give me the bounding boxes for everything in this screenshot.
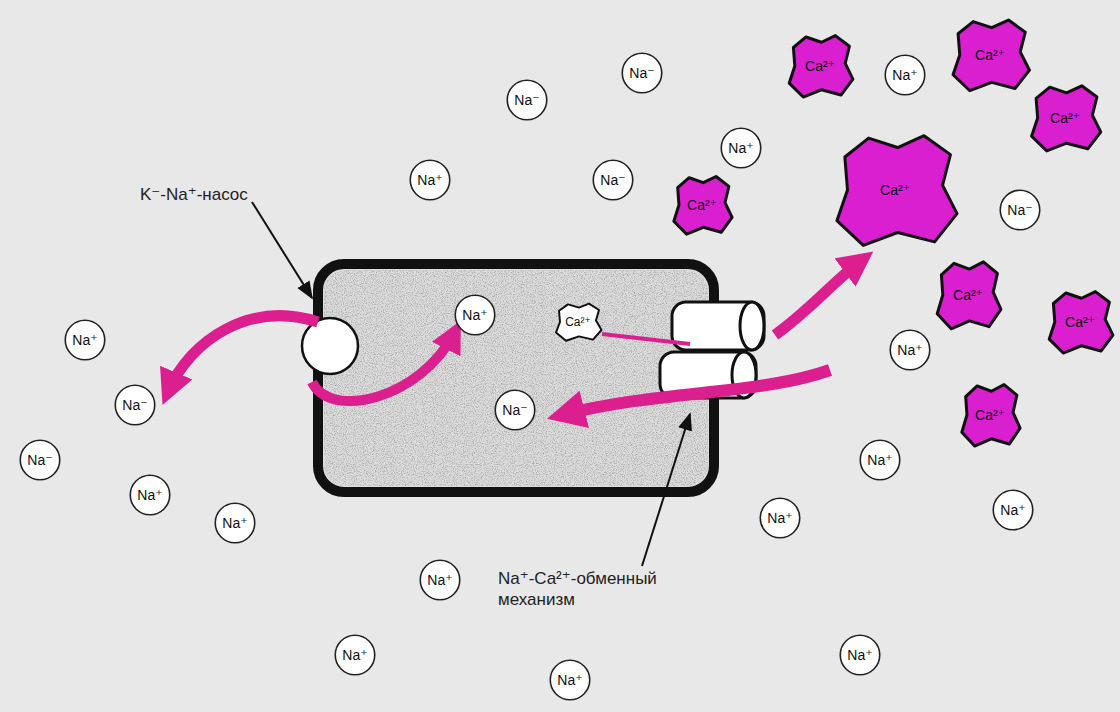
sodium-ion: Na⁻ [506, 79, 548, 121]
ion-label: Na⁺ [342, 648, 367, 662]
calcium-path-line [602, 334, 690, 344]
pump-out-arrow [168, 316, 318, 392]
ion-label: Na⁻ [27, 453, 52, 467]
ion-label: Na⁻ [629, 66, 654, 80]
ion-label: Na⁺ [897, 343, 922, 357]
sodium-ion: Na⁺ [64, 319, 106, 361]
ion-label: Ca²⁺ [805, 59, 835, 73]
ion-label: Na⁺ [222, 516, 247, 530]
ion-label: Ca²⁺ [1050, 111, 1080, 125]
ion-label: Na⁻ [600, 173, 625, 187]
ion-label: Na⁻ [122, 398, 147, 412]
ion-label: Na⁺ [847, 648, 872, 662]
ion-label: Ca²⁺ [1065, 315, 1095, 329]
ion-label: Na⁺ [72, 333, 97, 347]
pump-symbol [302, 318, 358, 374]
sodium-ion: Na⁻ [621, 52, 663, 94]
ion-label: Na⁺ [557, 673, 582, 687]
ion-label: Ca²⁺ [880, 183, 910, 197]
sodium-ion: Na⁻ [114, 384, 156, 426]
ion-label: Na⁺ [892, 68, 917, 82]
sodium-ion: Na⁺ [839, 634, 881, 676]
sodium-ion: Na⁺ [454, 294, 496, 336]
calcium-ion: Ca²⁺ [958, 382, 1022, 448]
part-label: Na⁺-Ca²⁺-обменный механизм [498, 568, 718, 611]
calcium-ion: Ca²⁺ [553, 302, 603, 342]
ion-label: Ca²⁺ [975, 408, 1005, 422]
calcium-ion: Ca²⁺ [948, 17, 1032, 93]
sodium-ion: Na⁻ [494, 389, 536, 431]
sodium-ion: Na⁻ [999, 189, 1041, 231]
ion-label: Ca²⁺ [565, 316, 591, 328]
ion-label: Na⁺ [728, 141, 753, 155]
sodium-ion: Na⁻ [19, 439, 61, 481]
part-label: K⁻-Na⁺-насос [140, 184, 380, 205]
sodium-ion: Na⁺ [214, 502, 256, 544]
sodium-ion: Na⁺ [889, 329, 931, 371]
calcium-ion: Ca²⁺ [933, 259, 1003, 331]
cell-texture [324, 270, 708, 486]
ion-label: Ca²⁺ [975, 48, 1005, 62]
sodium-ion: Na⁺ [992, 489, 1034, 531]
calcium-ion: Ca²⁺ [1027, 83, 1103, 153]
sodium-ion: Na⁺ [884, 54, 926, 96]
sodium-ion: Na⁺ [409, 159, 451, 201]
ion-label: Na⁺ [427, 573, 452, 587]
ion-label: Ca²⁺ [953, 288, 983, 302]
sodium-in-arrow [562, 370, 830, 415]
ion-label: Na⁺ [867, 453, 892, 467]
ion-label: Na⁺ [767, 511, 792, 525]
pump-in-arrow [312, 332, 455, 401]
ion-label: Na⁻ [514, 93, 539, 107]
leader-line [252, 202, 312, 298]
ion-label: Na⁻ [502, 403, 527, 417]
leader-line [642, 414, 690, 566]
ion-label: Na⁺ [462, 308, 487, 322]
sodium-ion: Na⁻ [592, 159, 634, 201]
ion-label: Na⁺ [137, 488, 162, 502]
ion-label: Ca²⁺ [687, 198, 717, 212]
calcium-ion: Ca²⁺ [785, 33, 855, 99]
sodium-ion: Na⁺ [720, 127, 762, 169]
ion-label: Na⁻ [1007, 203, 1032, 217]
sodium-ion: Na⁺ [334, 634, 376, 676]
sodium-ion: Na⁺ [129, 474, 171, 516]
calcium-ion: Ca²⁺ [829, 131, 961, 249]
sodium-ion: Na⁺ [419, 559, 461, 601]
ion-label: Na⁺ [417, 173, 442, 187]
calcium-out-arrow [775, 260, 862, 335]
sodium-ion: Na⁺ [859, 439, 901, 481]
ion-label: Na⁺ [1000, 503, 1025, 517]
sodium-ion: Na⁺ [759, 497, 801, 539]
sodium-ion: Na⁺ [549, 659, 591, 701]
calcium-ion: Ca²⁺ [1045, 289, 1115, 355]
cell-body [318, 264, 714, 492]
calcium-ion: Ca²⁺ [670, 174, 734, 236]
